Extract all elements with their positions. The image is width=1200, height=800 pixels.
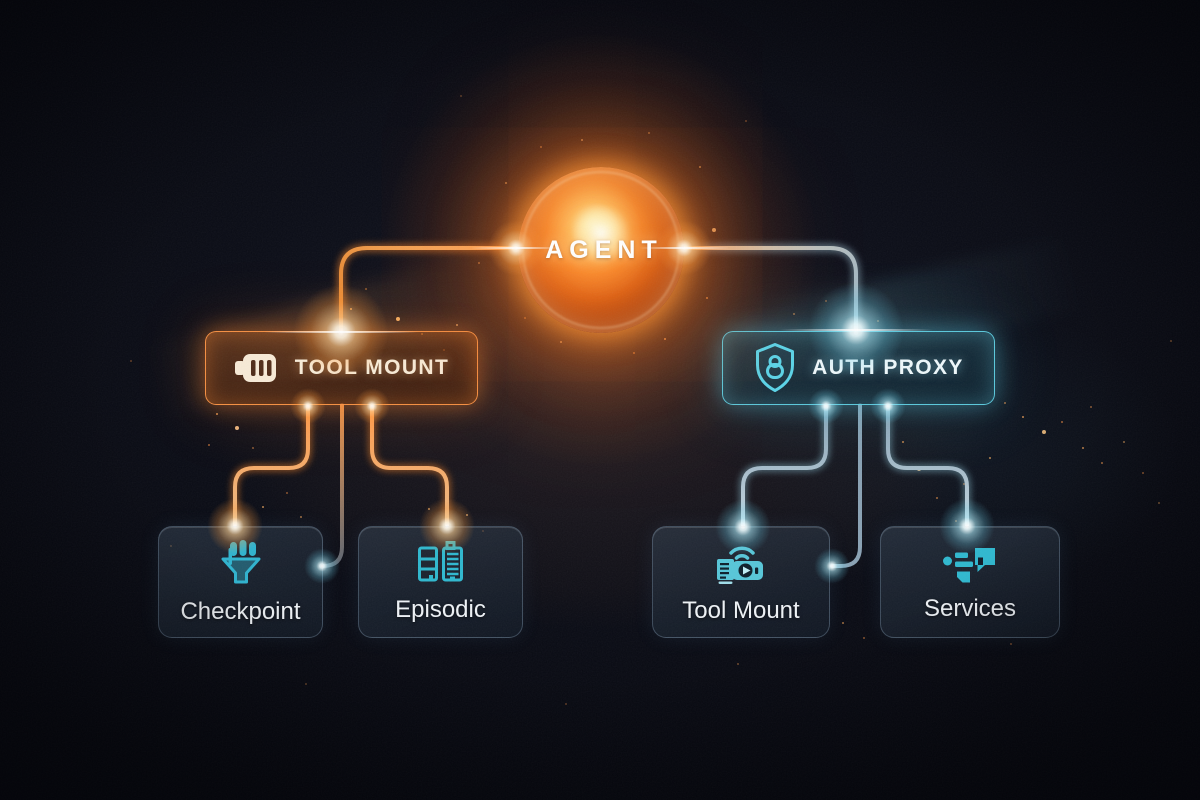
node-tool-mount: TOOL MOUNT <box>205 331 478 405</box>
agent-label: AGENT <box>545 235 663 264</box>
node-episodic: Episodic <box>358 526 523 638</box>
branch-label: TOOL MOUNT <box>294 356 450 379</box>
edge-agent-auth-proxy <box>682 246 858 335</box>
node-services: Services <box>880 526 1060 638</box>
node-checkpoint: Checkpoint <box>158 526 323 638</box>
tool-mount-device-icon <box>717 545 763 584</box>
agent-node: AGENT <box>518 167 684 333</box>
node-label: Tool Mount <box>682 596 800 624</box>
node-label: Checkpoint <box>180 597 301 625</box>
edge-auth-proxy-mid <box>830 403 862 568</box>
edge-agent-tool-mount <box>339 246 518 335</box>
edge-tool-mount-mid <box>319 403 344 568</box>
episodic-records-icon <box>417 540 463 581</box>
node-label: Services <box>923 594 1017 622</box>
tool-plug-icon <box>233 352 280 384</box>
node-label: Episodic <box>395 595 486 623</box>
shield-lock-icon <box>756 343 795 392</box>
checkpoint-funnel-icon <box>221 539 260 583</box>
services-blocks-icon <box>943 547 995 582</box>
node-auth-proxy: AUTH PROXY <box>722 331 995 405</box>
node-tool-mount-child: Tool Mount <box>652 526 830 638</box>
branch-label: AUTH PROXY <box>812 356 964 379</box>
